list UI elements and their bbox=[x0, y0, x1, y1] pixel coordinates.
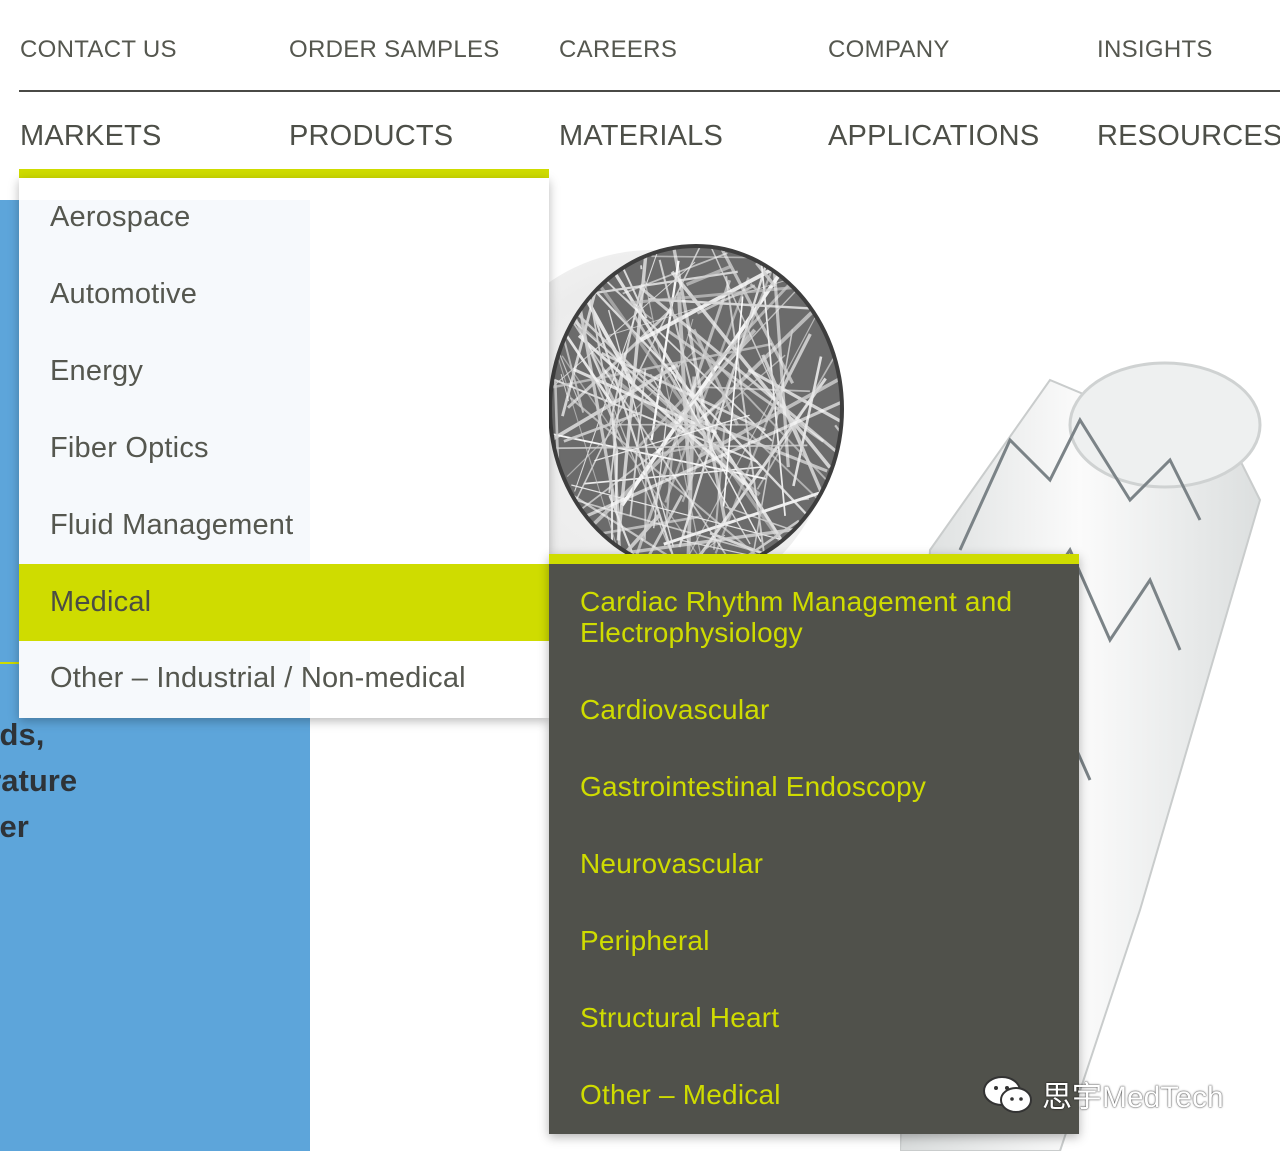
markets-item-other-industrial[interactable]: Other – Industrial / Non-medical bbox=[19, 641, 549, 718]
main-nav-products[interactable]: PRODUCTS bbox=[289, 120, 454, 152]
markets-item-label: Fluid Management bbox=[50, 509, 294, 541]
medical-item-cardiovascular[interactable]: Cardiovascular bbox=[580, 694, 770, 725]
hero-accent-line bbox=[0, 662, 20, 664]
markets-item-fluid-management[interactable]: Fluid Management bbox=[19, 489, 549, 566]
medical-item-other-medical[interactable]: Other – Medical bbox=[580, 1079, 781, 1110]
medical-item-peripheral[interactable]: Peripheral bbox=[580, 925, 710, 956]
util-nav-careers[interactable]: CAREERS bbox=[559, 36, 678, 63]
hero-line-3: ider bbox=[0, 809, 29, 844]
markets-item-energy[interactable]: Energy bbox=[19, 335, 549, 412]
markets-item-label: Energy bbox=[50, 355, 144, 387]
util-nav-company[interactable]: COMPANY bbox=[828, 36, 950, 63]
fiber-microscope-image bbox=[548, 244, 844, 574]
medical-item-cardiac-rhythm[interactable]: Cardiac Rhythm Management and Electrophy… bbox=[580, 586, 1013, 648]
watermark-text: 思宇MedTech bbox=[1042, 1081, 1224, 1114]
medical-submenu: Cardiac Rhythm Management and Electrophy… bbox=[549, 554, 1079, 1134]
main-nav-markets[interactable]: MARKETS bbox=[20, 120, 162, 152]
wechat-icon bbox=[983, 1076, 1032, 1113]
util-nav-order-samples[interactable]: ORDER SAMPLES bbox=[289, 36, 500, 63]
medical-item-neurovascular[interactable]: Neurovascular bbox=[580, 848, 764, 879]
main-nav-materials[interactable]: MATERIALS bbox=[559, 120, 724, 152]
markets-item-label: Fiber Optics bbox=[50, 432, 209, 464]
nav-divider bbox=[19, 90, 1280, 92]
markets-item-automotive[interactable]: Automotive bbox=[19, 258, 549, 335]
medical-item-gastrointestinal[interactable]: Gastrointestinal Endoscopy bbox=[580, 771, 927, 802]
util-nav-insights[interactable]: INSIGHTS bbox=[1097, 36, 1213, 63]
utility-nav: CONTACT US ORDER SAMPLES CAREERS COMPANY… bbox=[0, 0, 1280, 92]
markets-item-fiber-optics[interactable]: Fiber Optics bbox=[19, 412, 549, 489]
main-nav-active-indicator bbox=[19, 169, 549, 178]
main-nav-applications[interactable]: APPLICATIONS bbox=[828, 120, 1040, 152]
hero-headline: olds, erature ider bbox=[0, 712, 77, 850]
hero-line-2: erature bbox=[0, 763, 78, 798]
main-nav-resources[interactable]: RESOURCES bbox=[1097, 120, 1280, 152]
hero-line-1: olds, bbox=[0, 717, 45, 752]
watermark: 思宇MedTech bbox=[982, 1072, 1224, 1116]
markets-item-label: Aerospace bbox=[50, 201, 191, 233]
markets-item-aerospace[interactable]: Aerospace bbox=[19, 181, 549, 258]
markets-item-label: Medical bbox=[50, 586, 152, 618]
markets-item-label: Automotive bbox=[50, 278, 198, 310]
markets-item-label: Other – Industrial / Non-medical bbox=[50, 662, 466, 694]
medical-item-structural-heart[interactable]: Structural Heart bbox=[580, 1002, 780, 1033]
util-nav-contact-us[interactable]: CONTACT US bbox=[20, 36, 177, 63]
markets-item-medical[interactable]: Medical bbox=[19, 564, 549, 641]
markets-dropdown: Aerospace Automotive Energy Fiber Optics… bbox=[19, 178, 549, 718]
